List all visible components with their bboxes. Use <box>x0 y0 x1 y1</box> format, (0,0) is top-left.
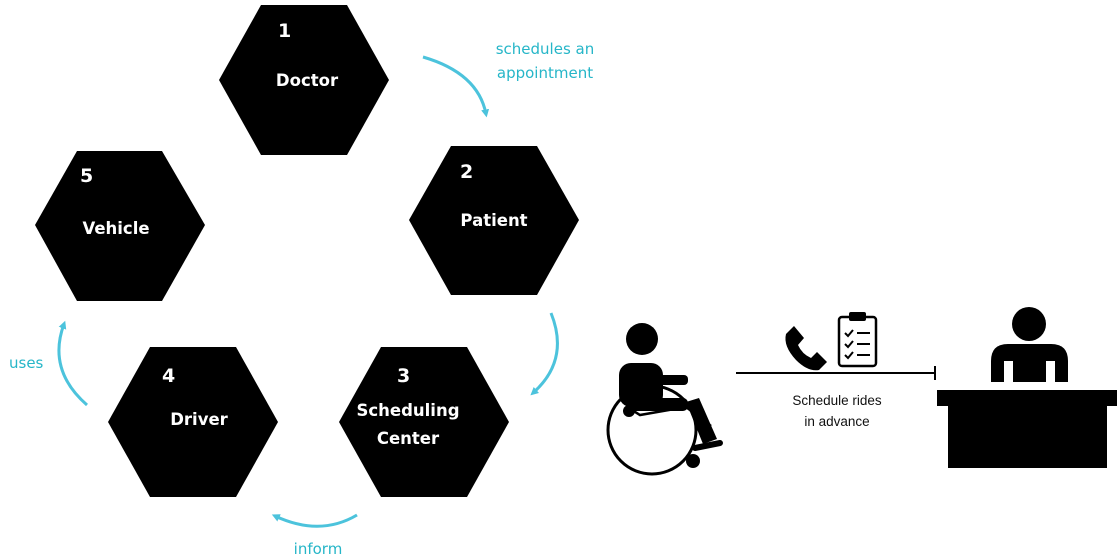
arrow-driver-to-vehicle <box>57 320 88 407</box>
hexagon-vehicle-label: Vehicle <box>82 219 149 238</box>
ride-caption-line-2: in advance <box>804 414 869 429</box>
hexagon-scheduling-center-shape <box>339 347 509 497</box>
hexagon-patient-label: Patient <box>460 211 527 230</box>
ride-caption-line-1: Schedule rides <box>792 393 882 408</box>
hexagon-scheduling-center: 3 Scheduling Center <box>339 347 509 497</box>
hexagon-doctor: 1 Doctor <box>219 5 389 155</box>
arrow-label-schedules-line-2: appointment <box>497 64 593 82</box>
arrow-scheduling-center-to-driver <box>271 513 358 528</box>
hexagon-vehicle-shape <box>35 151 205 301</box>
hexagon-driver: 4 Driver <box>108 347 278 497</box>
hexagon-vehicle-number: 5 <box>80 165 93 187</box>
hexagon-doctor-number: 1 <box>278 20 291 42</box>
arrow-patient-to-scheduling-center <box>530 312 559 396</box>
hexagon-scheduling-center-label-line-1: Scheduling <box>356 401 459 420</box>
hexagon-driver-label: Driver <box>170 410 228 429</box>
hexagon-scheduling-center-number: 3 <box>397 365 410 387</box>
clipboard-checklist-icon <box>837 312 878 368</box>
hexagon-doctor-label: Doctor <box>276 71 339 90</box>
hexagon-doctor-shape <box>219 5 389 155</box>
hexagon-driver-number: 4 <box>162 365 175 387</box>
arrow-doctor-to-patient <box>422 55 490 118</box>
hexagon-patient-shape <box>409 146 579 295</box>
desk-person-icon <box>937 307 1117 468</box>
arrow-label-uses: uses <box>9 354 44 372</box>
hexagon-scheduling-center-label-line-2: Center <box>377 429 440 448</box>
phone-icon <box>785 326 827 371</box>
hexagon-patient-number: 2 <box>460 161 473 183</box>
arrow-label-inform: inform <box>294 540 343 558</box>
arrow-label-schedules-line-1: schedules an <box>496 40 595 58</box>
hexagon-driver-shape <box>108 347 278 497</box>
wheelchair-user-icon <box>606 323 723 476</box>
hexagon-patient: 2 Patient <box>409 146 579 295</box>
hexagon-vehicle: 5 Vehicle <box>35 151 205 301</box>
